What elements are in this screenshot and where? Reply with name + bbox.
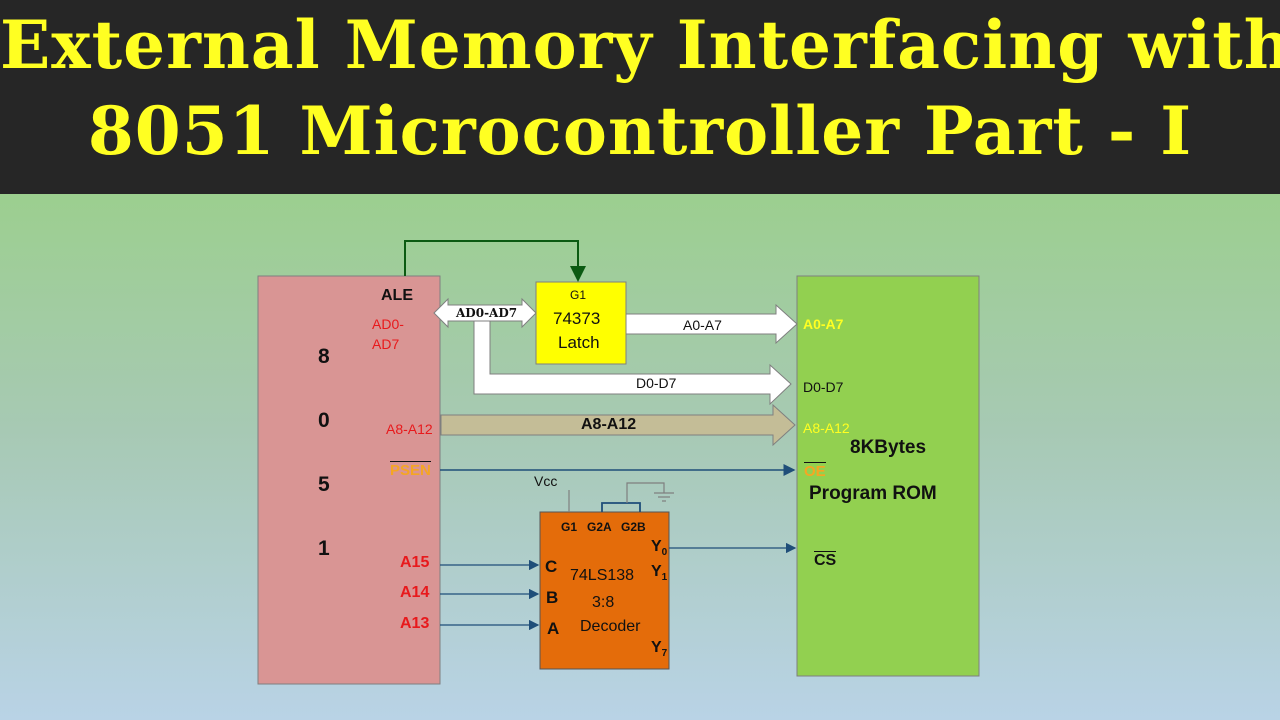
a0-a7-bus-label: A0-A7 — [683, 317, 722, 333]
latch-74373-block — [535, 281, 627, 365]
d0-d7-bus-label: D0-D7 — [636, 375, 677, 391]
rom-name-label: Program ROM — [809, 483, 937, 504]
vcc-label: Vcc — [534, 473, 558, 489]
latch-g1-label: G1 — [570, 288, 587, 302]
mcu-8051-block — [257, 275, 441, 685]
ale-label: ALE — [381, 287, 413, 304]
diagram-area — [0, 194, 1280, 720]
decoder-a-label: A — [547, 619, 560, 638]
decoder-y7-label: Y7 — [651, 639, 668, 660]
psen-label: PSEN — [390, 461, 431, 479]
decoder-part-label: 74LS138 — [570, 567, 635, 584]
decoder-74ls138-block — [539, 511, 670, 670]
rom-d0-d7-label: D0-D7 — [803, 379, 844, 395]
a13-label: A13 — [400, 615, 430, 632]
interface-diagram — [257, 240, 980, 685]
mcu-char-8: 8 — [318, 345, 330, 368]
mcu-char-0: 0 — [318, 409, 330, 432]
d0-d7-bus-arrow — [473, 320, 792, 406]
title-line-2: 8051 Microcontroller Part - I — [87, 92, 1193, 170]
mcu-char-5: 5 — [318, 473, 330, 496]
decoder-name-label: Decoder — [580, 618, 641, 635]
a8-a12-bus-label: A8-A12 — [581, 416, 637, 433]
mcu-char-1: 1 — [318, 537, 330, 560]
decoder-ratio-label: 3:8 — [592, 594, 615, 611]
decoder-g2b-label: G2B — [621, 520, 646, 534]
decoder-c-label: C — [545, 557, 558, 576]
decoder-g2a-label: G2A — [587, 520, 612, 534]
rom-size-label: 8KBytes — [850, 437, 927, 458]
decoder-y0-label: Y0 — [651, 538, 668, 559]
decoder-y1-label: Y1 — [651, 563, 668, 584]
ground-icon — [654, 492, 674, 502]
title-banner: External Memory Interfacing with 8051 Mi… — [0, 0, 1280, 194]
ad0-label: AD0- — [372, 316, 404, 332]
a8-a12-bus-arrow — [440, 403, 796, 447]
ground-wire — [626, 482, 665, 503]
program-rom-block — [796, 275, 980, 677]
rom-a0-a7-label: A0-A7 — [803, 316, 844, 332]
a15-label: A15 — [400, 554, 430, 571]
a14-label: A14 — [400, 584, 430, 601]
mcu-a8-a12-label: A8-A12 — [386, 421, 433, 437]
latch-name-label: Latch — [558, 333, 600, 352]
ad-bus-label: AD0-AD7 — [456, 306, 518, 320]
g2-ground-tie — [601, 502, 641, 512]
title-line-1: External Memory Interfacing with — [0, 6, 1280, 84]
a0-a7-bus-arrow — [625, 303, 798, 345]
rom-a8-a12-label: A8-A12 — [803, 420, 850, 436]
decoder-g1-label: G1 — [561, 520, 578, 534]
decoder-b-label: B — [546, 588, 559, 607]
rom-oe-label: OE — [804, 462, 826, 480]
ale-line — [404, 240, 586, 282]
ad-bus-arrow — [433, 297, 537, 329]
ad7-label: AD7 — [372, 336, 400, 352]
latch-part-label: 74373 — [553, 309, 601, 328]
rom-cs-label: CS — [814, 551, 837, 569]
